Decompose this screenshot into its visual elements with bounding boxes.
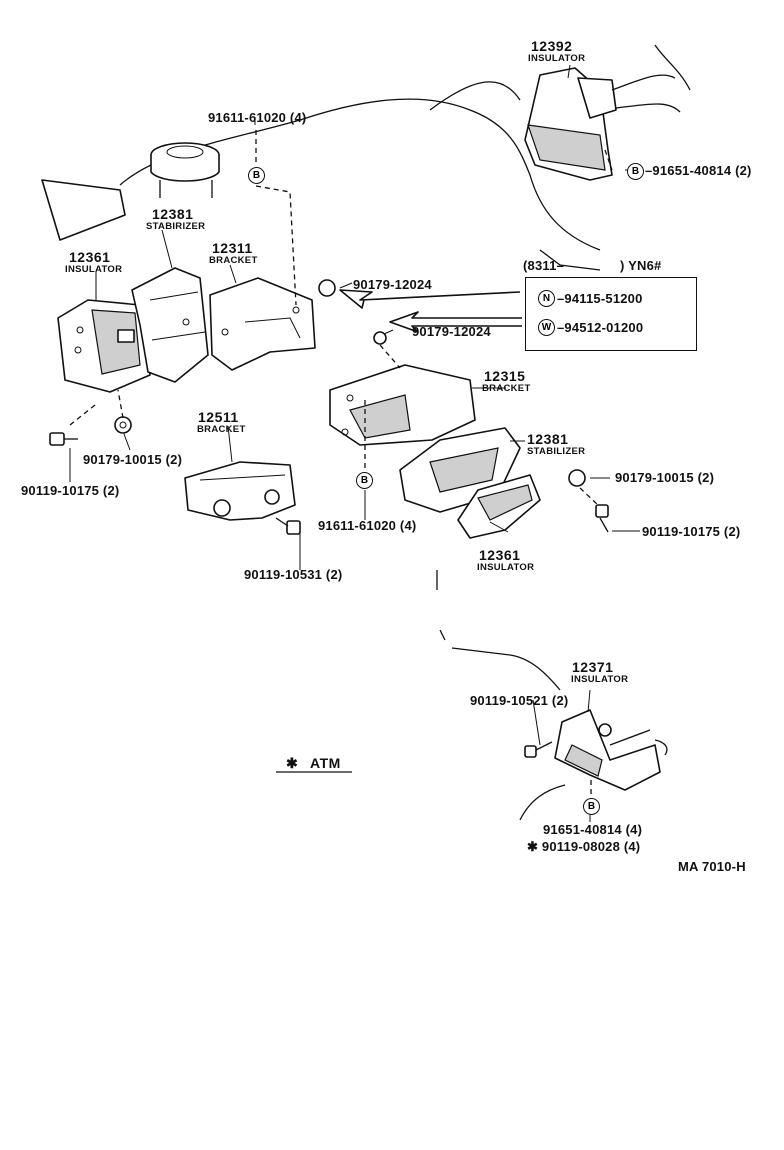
fastener-label: 91651-40814 (4) [543, 822, 643, 837]
atm-legend-text: ATM [310, 755, 341, 771]
left-insulator-icon [57, 299, 151, 393]
oil-filler-cap-icon [150, 142, 220, 198]
part-number: 12361 [479, 547, 521, 563]
part-number: 12361 [69, 249, 111, 265]
code-b-chip: B [356, 472, 373, 489]
code-n-chip: N [538, 290, 555, 307]
part-name: INSULATOR [477, 562, 535, 573]
part-name: BRACKET [209, 255, 258, 266]
part-number: 12315 [484, 368, 526, 384]
engine-outline [119, 98, 601, 251]
chassis-line-2 [539, 249, 601, 271]
part-name: INSULATOR [65, 264, 123, 275]
part-name: STABILIZER [527, 446, 586, 457]
code-b-chip: B [627, 163, 644, 180]
left-stabilizer-icon [131, 267, 209, 383]
yn6-header: (8311– [523, 258, 564, 273]
fastener-label: 90179-12024 [412, 324, 491, 339]
arrow-icon [339, 289, 521, 309]
chassis-line [436, 570, 561, 691]
bolt-icon [49, 279, 612, 758]
part-number: 12311 [212, 240, 253, 256]
yn6-part: –94115-51200 [557, 291, 643, 306]
dashed-leader [69, 389, 124, 426]
part-number: 12511 [198, 409, 239, 425]
part-number: 12392 [531, 38, 573, 54]
insulator-12392-icon [524, 44, 691, 181]
fastener-label: 90179-10015 (2) [83, 452, 183, 467]
part-name: INSULATOR [571, 674, 629, 685]
insulator-12371-icon [519, 709, 668, 821]
fastener-label: 90119-10175 (2) [642, 524, 741, 539]
fastener-label: 90179-12024 [353, 277, 432, 292]
intake-pipe-icon [41, 179, 126, 241]
part-name: BRACKET [197, 424, 246, 435]
dashed-leader [579, 487, 599, 506]
fastener-label: –91651-40814 (2) [645, 163, 752, 178]
fastener-label: 91611-61020 (4) [208, 110, 307, 125]
atm-symbol: ✱ [286, 755, 299, 771]
code-b-chip: B [248, 167, 265, 184]
part-name: STABIRIZER [146, 221, 206, 232]
part-number: 12371 [572, 659, 614, 675]
fastener-label: 91611-61020 (4) [318, 518, 417, 533]
yn6-box [525, 277, 697, 351]
dashed-leader [255, 185, 297, 306]
bracket-12315-icon [329, 364, 476, 446]
yn6-part: –94512-01200 [557, 320, 644, 335]
code-b-chip: B [583, 798, 600, 815]
part-name: INSULATOR [528, 53, 586, 64]
part-number: 12381 [152, 206, 194, 222]
fastener-label: 90119-10521 (2) [470, 693, 569, 708]
drawing-code: MA 7010-H [678, 859, 746, 874]
part-number: 12381 [527, 431, 569, 447]
fastener-label: 90119-10175 (2) [21, 483, 120, 498]
right-insulator-icon [457, 474, 541, 539]
yn6-header-suffix: ) YN6# [620, 258, 662, 273]
engine-outline-upper [429, 81, 521, 111]
arrow-icon [389, 311, 522, 333]
bracket-12511-icon [184, 461, 296, 521]
dashed-leader [379, 344, 401, 369]
fastener-label: ✱ 90119-08028 (4) [527, 839, 641, 854]
part-name: BRACKET [482, 383, 531, 394]
fastener-label: 90119-10531 (2) [244, 567, 343, 582]
fastener-label: 90179-10015 (2) [615, 470, 715, 485]
dashed-leader [604, 149, 613, 171]
leader-lines [69, 64, 640, 822]
code-w-chip: W [538, 319, 555, 336]
bracket-12311-icon [209, 277, 316, 371]
